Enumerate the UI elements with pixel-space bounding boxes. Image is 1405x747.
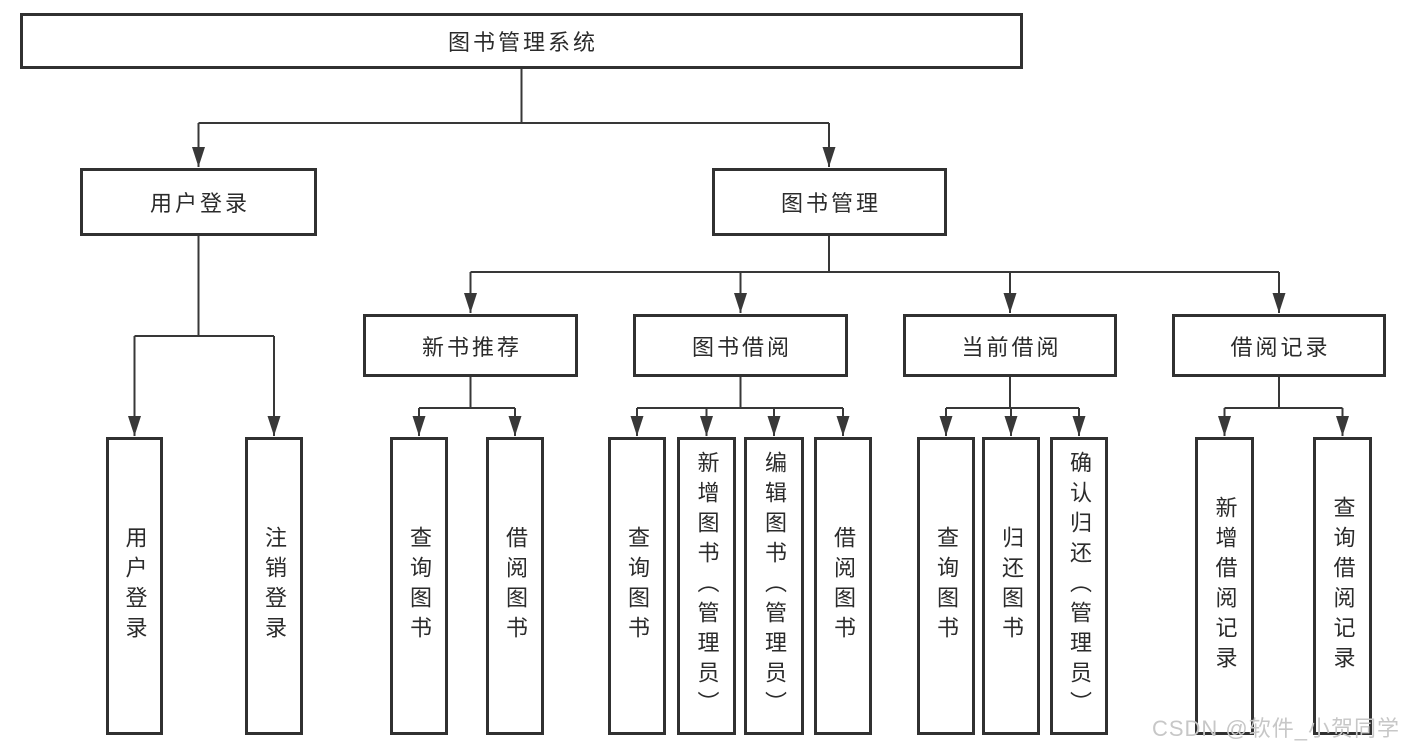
leaf-query-books-borrow: 查询图书	[608, 437, 666, 735]
node-current-borrow: 当前借阅	[903, 314, 1117, 377]
root-node: 图书管理系统	[20, 13, 1023, 69]
leaf-confirm-return-admin: 确认归还（管理员）	[1050, 437, 1108, 735]
watermark: CSDN @软件_小贺同学	[1151, 716, 1400, 741]
leaf-logout: 注销登录	[245, 437, 303, 735]
leaf-return-book: 归还图书	[982, 437, 1040, 735]
leaf-add-borrow-record: 新增借阅记录	[1195, 437, 1254, 735]
leaf-user-login: 用户登录	[106, 437, 163, 735]
leaf-add-book-admin: 新增图书（管理员）	[677, 437, 736, 735]
leaf-query-books-recommend: 查询图书	[390, 437, 448, 735]
leaf-query-books-current: 查询图书	[917, 437, 975, 735]
node-book-management: 图书管理	[712, 168, 947, 236]
node-borrow-records: 借阅记录	[1172, 314, 1386, 377]
leaf-query-borrow-record: 查询借阅记录	[1313, 437, 1372, 735]
node-user-login: 用户登录	[80, 168, 317, 236]
leaf-borrow-books-recommend: 借阅图书	[486, 437, 544, 735]
node-new-book-recommend: 新书推荐	[363, 314, 578, 377]
node-book-borrow: 图书借阅	[633, 314, 848, 377]
leaf-edit-book-admin: 编辑图书（管理员）	[744, 437, 804, 735]
leaf-borrow-books: 借阅图书	[814, 437, 872, 735]
